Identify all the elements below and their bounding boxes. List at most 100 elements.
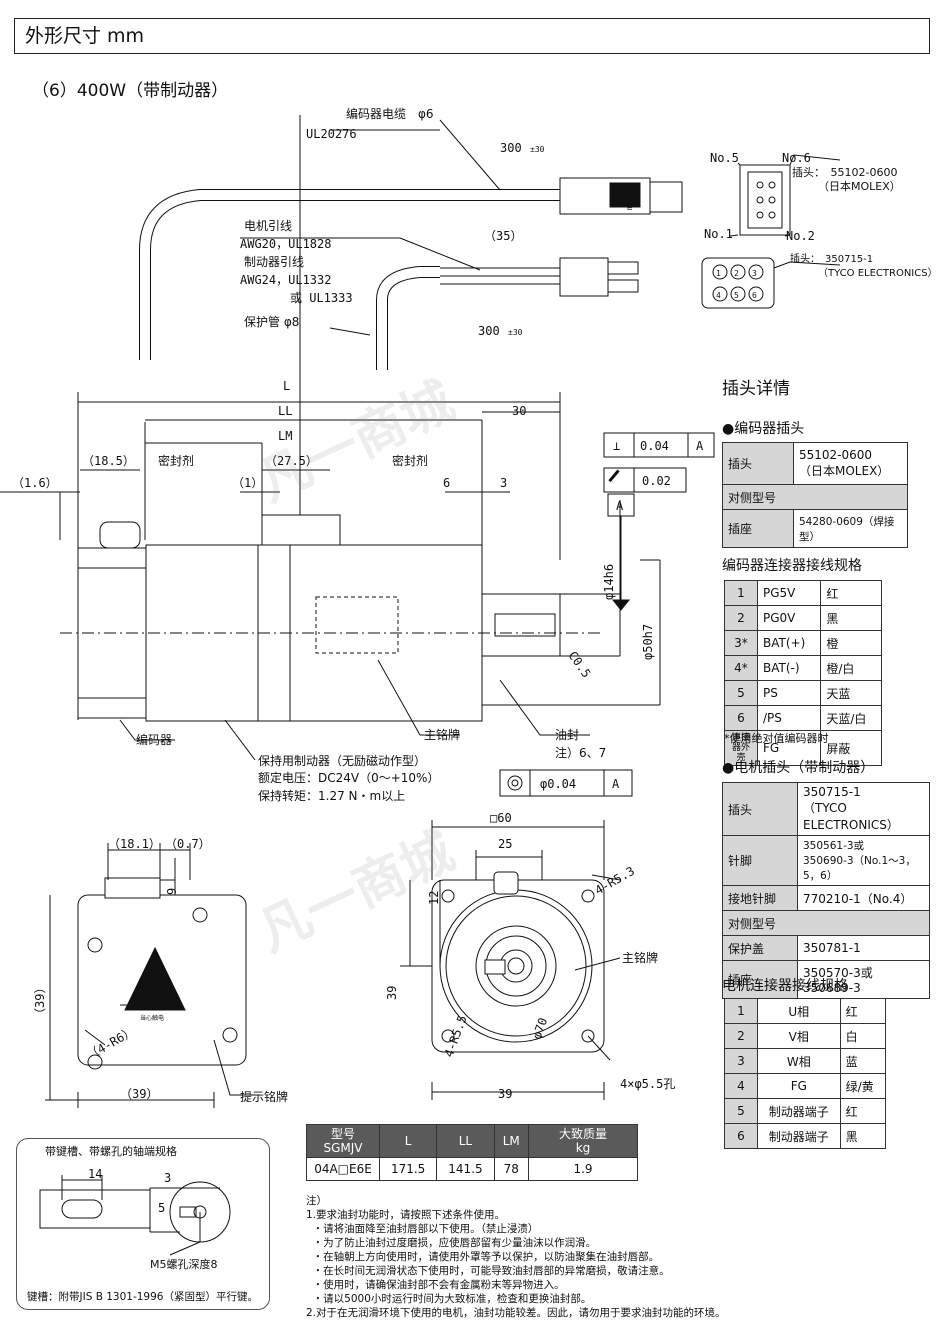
label-brake-lead-std2: 或 UL1333 (290, 291, 353, 305)
encoder-plug-heading: ●编码器插头 (722, 421, 805, 437)
mass-l: 171.5 (378, 1157, 438, 1181)
conn-plug1: 插头： 55102-0600 (792, 165, 897, 179)
motor-ground-pin-value: 770210-1（No.4） (797, 885, 930, 911)
enc-row-signal: /PS (756, 705, 822, 731)
motor-mate-label: 对侧型号 (722, 910, 930, 936)
warning-line-3: 当心触电 (140, 1014, 164, 1022)
keyway-title: 带键槽、带螺孔的轴端规格 (45, 1145, 177, 1158)
pin-2-label: 2 (734, 269, 739, 278)
keyway-box: 带键槽、带螺孔的轴端规格 键槽：附带JIS B 1301-1996（紧固型）平行… (16, 1138, 270, 1310)
mot-row-color: 红 (839, 998, 887, 1024)
key-dim-5: 5 (158, 1201, 165, 1215)
encoder-plug-label: 插头 (722, 442, 794, 485)
enc-row-no: 3* (724, 630, 758, 656)
dim-shaft-dia: φ14h6 (602, 564, 616, 600)
encoder-mate-label: 对侧型号 (722, 484, 908, 510)
label-motor-lead: 电机引线 (244, 219, 292, 233)
mot-row-color: 黑 (839, 1123, 887, 1149)
concentricity-datum: A (612, 777, 620, 791)
dim-30: 30 (512, 404, 526, 418)
mot-row-color: 绿/黄 (839, 1073, 887, 1099)
label-oil-seal: 油封 (555, 728, 579, 742)
note-line: ・为了防止油封过度磨损，应使唇部留有少量油沫以作润滑。 (306, 1237, 597, 1249)
enc-row-color: 黑 (820, 605, 882, 631)
dim-encoder-cable-tol: ±30 (530, 145, 545, 154)
label-brake-lead: 制动器引线 (244, 255, 304, 269)
pin-5-label: 5 (734, 291, 739, 300)
mot-row-signal: FG (757, 1073, 841, 1099)
mass-header-weight: 大致质量 kg (528, 1124, 638, 1158)
motor-plug-value: 350715-1 （TYCO ELECTRONICS） (797, 782, 930, 836)
dim-phi-70: φ70 (530, 1016, 551, 1041)
note-line: ・使用时，请确保油封部不会有金属粉末等异物进入。 (306, 1279, 565, 1291)
label-brake-torque: 保持转矩：1.27 N・m以上 (258, 788, 405, 803)
mot-row-signal: 制动器端子 (757, 1098, 841, 1124)
motor-plug-label: 插头 (722, 782, 798, 836)
dim-LL: LL (278, 404, 292, 418)
conn-plug1-mfr: （日本MOLEX） (818, 179, 901, 193)
warning-line-1: 切勿对轴进行撞击 (132, 994, 180, 1002)
note-line: ・请以5000小时运行时间为大致标准，检查和更换油封部。 (306, 1293, 592, 1305)
mot-row-no: 5 (724, 1098, 758, 1124)
mot-row-signal: V相 (757, 1023, 841, 1049)
pin-3-label: 3 (752, 269, 757, 278)
drawing-subtitle: （6）400W（带制动器） (32, 81, 229, 101)
pin-6-label: 6 (752, 291, 757, 300)
enc-row-color: 天蓝 (820, 680, 882, 706)
mot-row-no: 6 (724, 1123, 758, 1149)
motor-wiring-heading: 电机连接器接线规格 (722, 978, 848, 994)
enc-row-no: 1 (724, 580, 758, 606)
mot-row-no: 3 (724, 1048, 758, 1074)
enc-row-signal: FG (756, 730, 822, 766)
dim-39-left: （39） (33, 982, 47, 1020)
runout-tolerance: 0.02 (642, 474, 671, 488)
enc-row-no: 2 (724, 605, 758, 631)
mass-table: 型号 SGMJV L LL LM 大致质量 kg 04A□E6E 171.5 1… (306, 1124, 638, 1181)
mot-row-signal: W相 (757, 1048, 841, 1074)
mot-row-signal: 制动器端子 (757, 1123, 841, 1149)
enc-row-no: 5 (724, 680, 758, 706)
keyway-note: 键槽：附带JIS B 1301-1996（紧固型）平行键。 (27, 1291, 258, 1303)
label-nameplate: 主铭牌 (424, 727, 460, 742)
mass-lm: 78 (493, 1157, 530, 1181)
enc-row-color: 橙 (820, 630, 882, 656)
dim-motor-cable-length: 300 (478, 324, 500, 338)
enc-row-no: 6 (724, 705, 758, 731)
dim-39-front-bottom: 39 (498, 1087, 512, 1101)
mass-model: 04A□E6E (306, 1157, 380, 1181)
molex-mark: molex (625, 186, 634, 210)
mass-header-model: 型号 SGMJV (306, 1124, 380, 1158)
motor-socket-value: 350570-3或 350689-3 (797, 960, 930, 999)
enc-row-color: 橙/白 (820, 655, 882, 681)
enc-row-signal: PG0V (756, 605, 822, 631)
dim-27-5: （27.5） (265, 454, 318, 468)
encoder-wiring-heading: 编码器连接器接线规格 (722, 558, 862, 574)
dim-9: 9 (165, 888, 179, 895)
mass-header-lm: LM (493, 1124, 530, 1158)
enc-row-signal: PS (756, 680, 822, 706)
page-title: 外形尺寸 mm (14, 18, 930, 54)
note-line: 2.对于在无润滑环境下使用的电机，油封功能较差。因此，请勿用于要求油封功能的环境… (306, 1307, 726, 1319)
concentricity-tolerance: φ0.04 (540, 777, 576, 791)
label-sealant-2: 密封剂 (392, 453, 428, 468)
perp-symbol: ⊥ (613, 439, 620, 453)
dim-25: 25 (498, 837, 512, 851)
dim-square-60: □60 (490, 811, 512, 825)
dim-4-r5-3: 4-R5.3 (593, 864, 638, 898)
encoder-socket-label: 插座 (722, 509, 794, 548)
label-nameplate-2: 主铭牌 (622, 950, 658, 965)
pin-1-label: 1 (716, 269, 721, 278)
label-brake-lead-std1: AWG24，UL1332 (240, 273, 331, 287)
enc-row-no: 4* (724, 655, 758, 681)
dim-12: 12 (427, 891, 441, 905)
dim-35: （35） (484, 229, 522, 243)
dim-6: 6 (443, 476, 450, 490)
dim-L: L (283, 379, 290, 393)
dim-39-bottom-left: （39） (120, 1087, 158, 1101)
enc-row-color: 天蓝/白 (820, 705, 882, 731)
note-line: ・请将油面降至油封唇部以下使用。（禁止浸渍） (306, 1223, 539, 1235)
